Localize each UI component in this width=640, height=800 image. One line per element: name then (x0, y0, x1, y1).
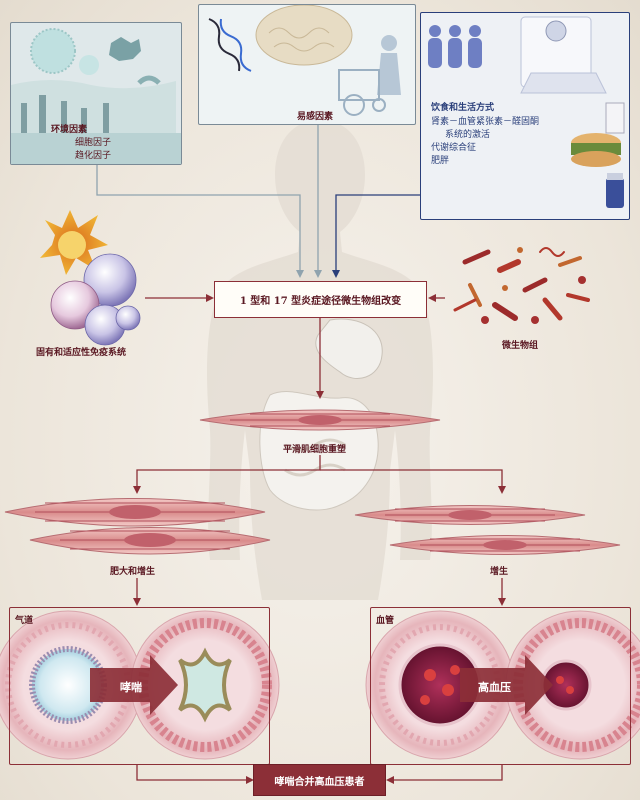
vessel-title: 血管 (376, 616, 395, 626)
susceptibility-panel: 易感因素 (198, 4, 416, 125)
lifestyle-illustration (428, 16, 625, 208)
factory-illustration (11, 28, 181, 164)
right-smooth-muscle-cells (354, 505, 621, 555)
environment-item-chemokines: 趋化因子 (75, 151, 112, 161)
smc-remodeling-label: 平滑肌细胞重塑 (283, 445, 347, 455)
airway-title: 气道 (15, 616, 34, 626)
central-smooth-muscle-cell (199, 409, 441, 431)
lifestyle-title: 饮食和生活方式 (431, 103, 495, 113)
hypertrophy-hyperplasia-label: 肥大和增生 (110, 567, 156, 577)
immune-cells-illustration (40, 210, 141, 346)
airway-frame (9, 607, 270, 765)
airway-cross-sections (0, 610, 280, 760)
vessel-frame (370, 607, 631, 765)
airway-arrow (90, 655, 178, 715)
outcome-box: 哮喘合并高血压患者 (253, 764, 386, 796)
lifestyle-item-metabolic: 代谢综合征 (431, 143, 477, 153)
hyperplasia-label: 增生 (490, 567, 509, 577)
vessel-arrow (460, 655, 553, 715)
microbiome-label: 微生物组 (502, 341, 539, 351)
genetics-aging-illustration (208, 5, 401, 116)
lifestyle-panel: 饮食和生活方式 肾素－血管紧张素－醛固酮 系统的激活 代谢综合征 肥胖 (420, 12, 630, 220)
environment-title: 环境因素 (51, 125, 88, 135)
vessel-arrow-label: 高血压 (478, 681, 511, 694)
central-box: 1 型和 17 型炎症途径微生物组改变 (214, 281, 427, 318)
immune-system-label: 固有和适应性免疫系统 (36, 348, 127, 358)
lifestyle-item-activation: 系统的激活 (445, 130, 491, 140)
lifestyle-item-raas: 肾素－血管紧张素－醛固酮 (431, 117, 540, 127)
vessel-cross-sections (365, 610, 640, 760)
microbiome-illustration (453, 247, 590, 324)
lifestyle-item-obesity: 肥胖 (431, 156, 450, 166)
environment-panel: 环境因素 细胞因子 趋化因子 (10, 22, 182, 165)
environment-item-cytokines: 细胞因子 (75, 138, 112, 148)
left-smooth-muscle-cells (4, 498, 271, 555)
susceptibility-title: 易感因素 (297, 112, 334, 122)
airway-arrow-label: 哮喘 (120, 681, 142, 694)
